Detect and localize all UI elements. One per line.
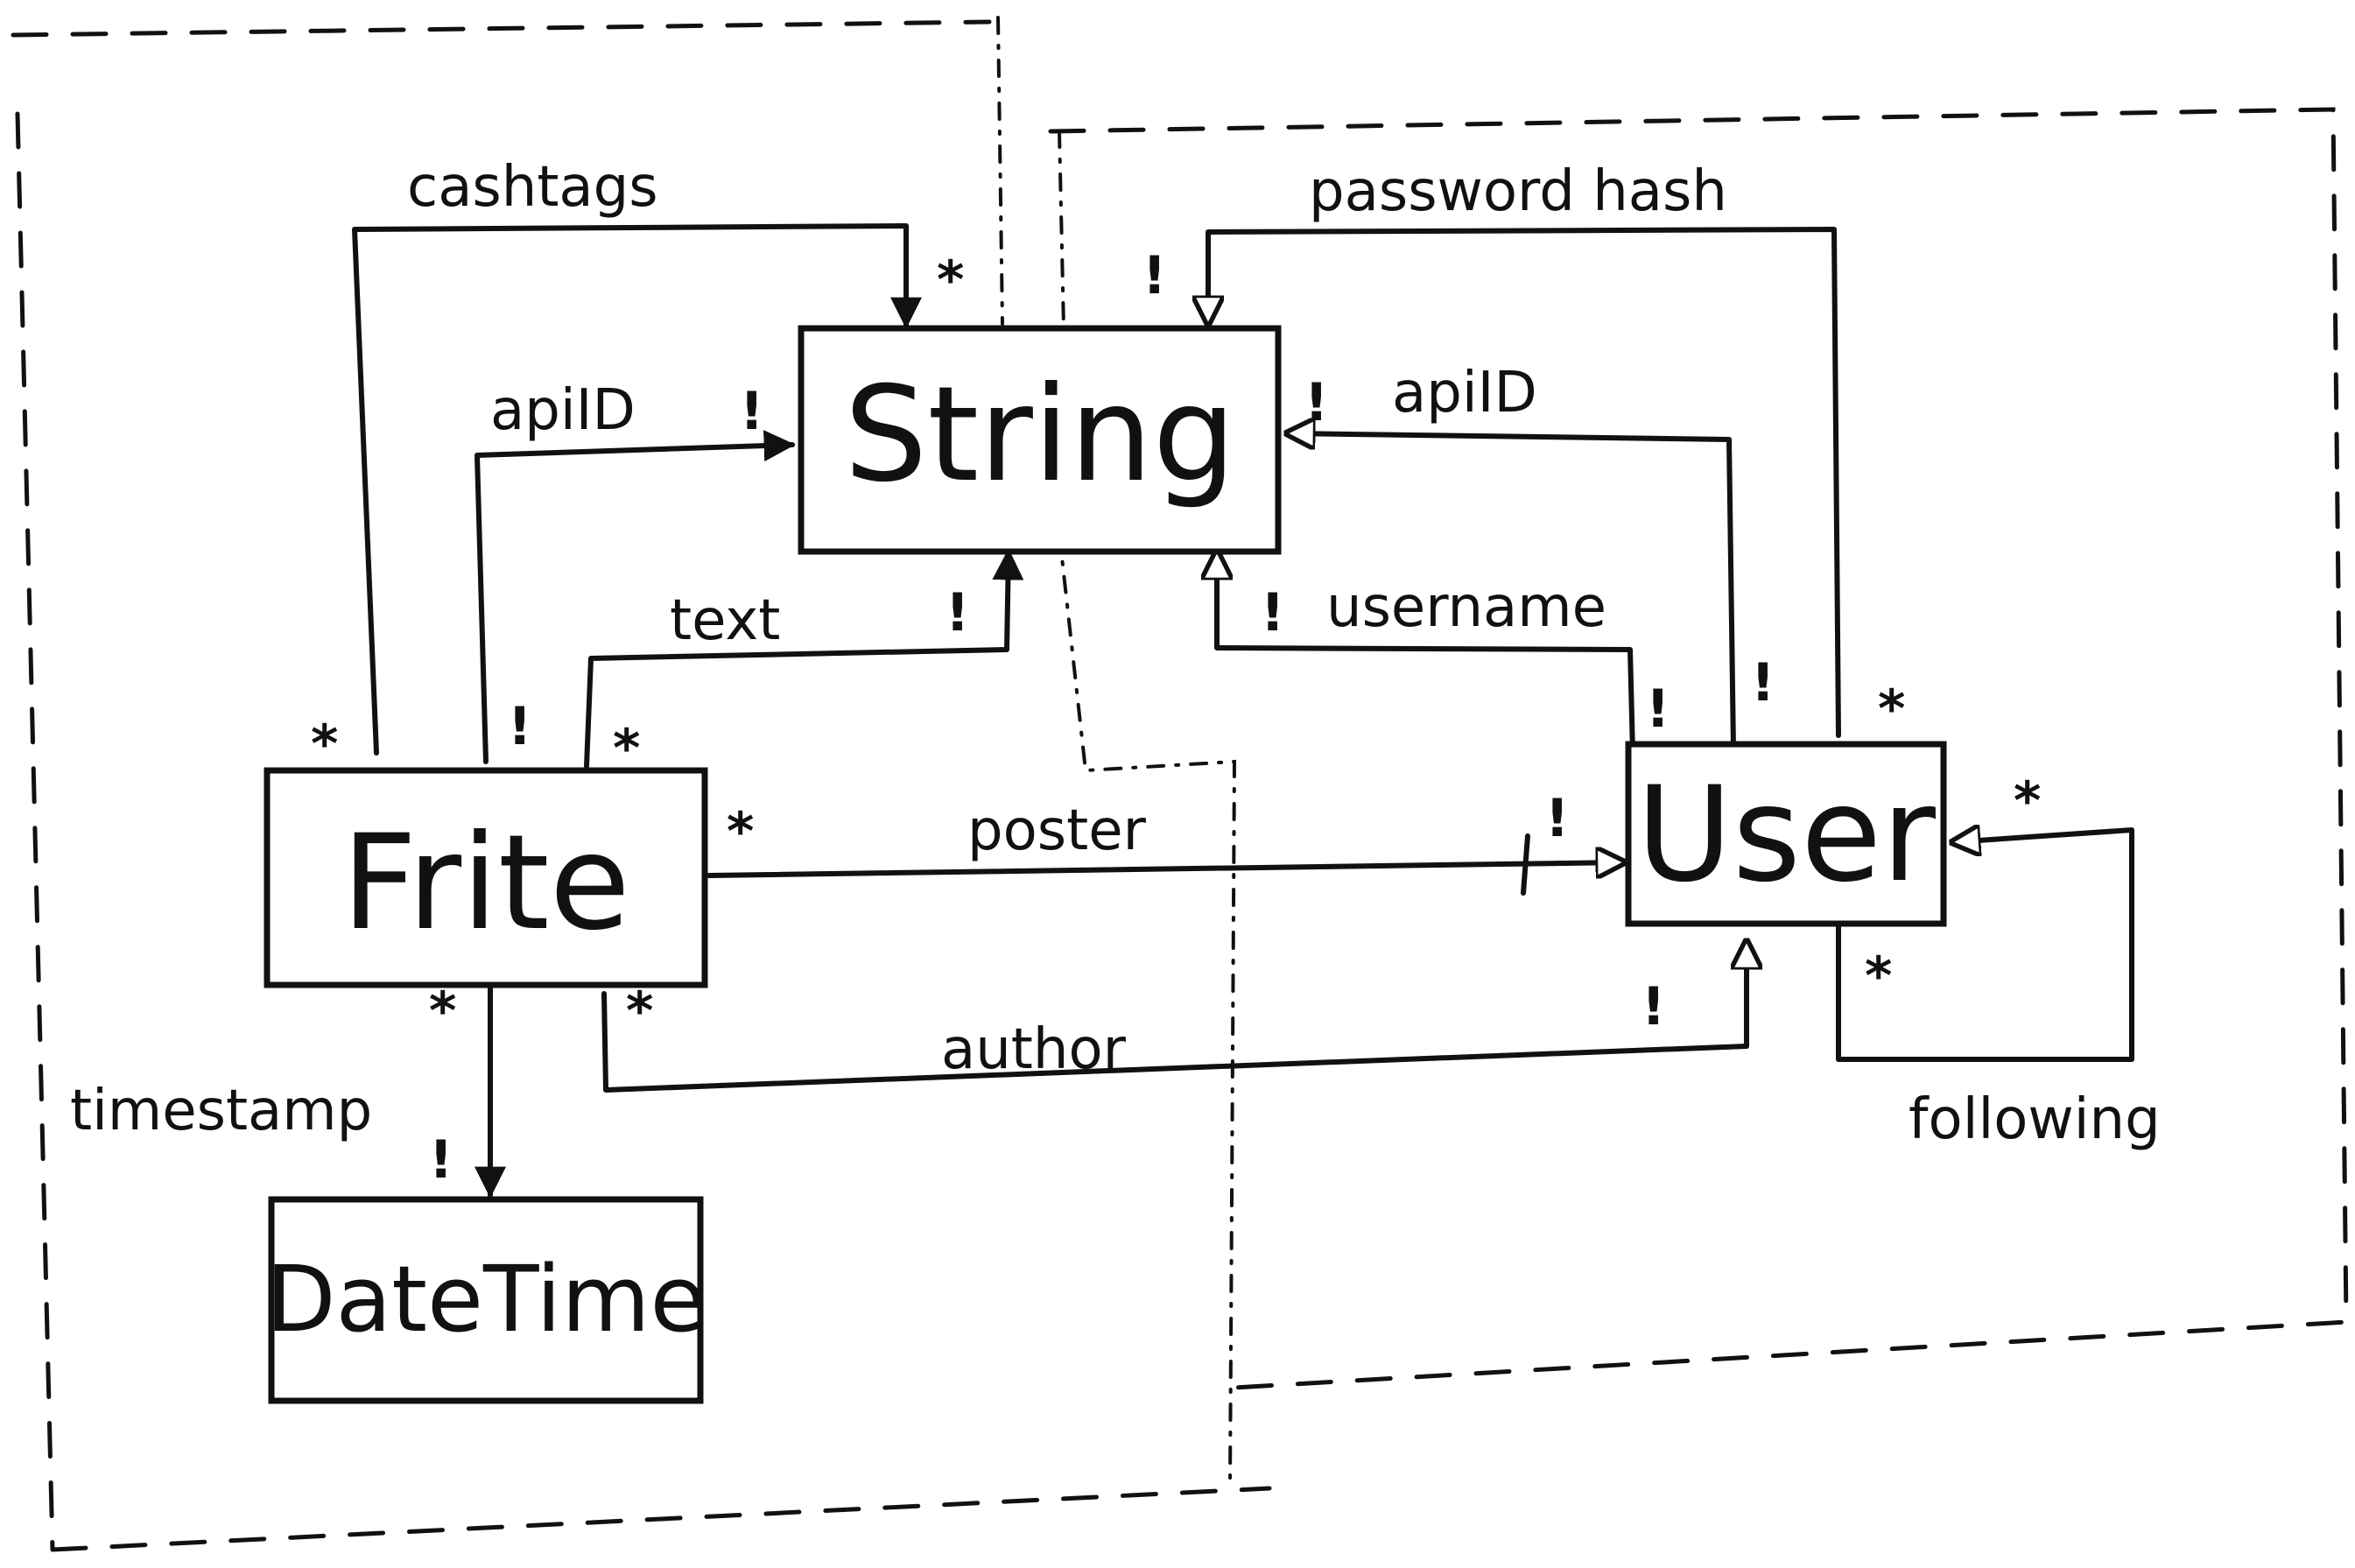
cashtags-edge <box>352 223 922 756</box>
datetime-box <box>268 1196 704 1404</box>
poster-edge <box>706 862 1624 875</box>
author-target-one: ! <box>1641 976 1665 1037</box>
node-string: String <box>798 325 1282 555</box>
timestamp-target-one: ! <box>429 1129 453 1191</box>
node-user: User <box>1625 741 1947 927</box>
frite-apiid-label: apiID <box>490 378 636 443</box>
following-target-many: * <box>2014 770 2041 832</box>
user-label: User <box>1636 759 1936 911</box>
password-hash-source-many: * <box>1878 679 1905 740</box>
password-hash-label: password hash <box>1309 159 1727 224</box>
text-label: text <box>670 588 780 653</box>
author-label: author <box>941 1017 1127 1082</box>
cashtags-label: cashtags <box>407 155 658 220</box>
frite-box <box>264 767 708 988</box>
string-label: String <box>844 359 1236 511</box>
following-edge <box>1836 830 2134 1062</box>
user-apiid-source-one: ! <box>1751 652 1775 714</box>
frite-apiid-one: ! <box>740 381 763 442</box>
frite-apiid-edge <box>475 430 796 764</box>
username-target-one: ! <box>1261 582 1284 643</box>
text-source-many: * <box>613 718 640 779</box>
poster-source-many: * <box>727 801 754 862</box>
cashtags-source-many: * <box>311 714 338 775</box>
cashtags-target-many: * <box>937 250 964 311</box>
center-divider <box>996 16 1237 1490</box>
user-box <box>1625 741 1947 927</box>
user-apiid-edge <box>1287 433 1736 751</box>
author-source-many: * <box>626 981 653 1042</box>
multiplicities: * * ! ! ! * * ! * ! * ! ! * ! ! ! ! * * <box>311 245 2041 1191</box>
username-source-one: ! <box>1646 679 1670 740</box>
node-datetime: DateTime <box>265 1196 706 1404</box>
user-apiid-target-one: ! <box>1304 372 1328 433</box>
user-apiid-label: apiID <box>1392 361 1537 425</box>
poster-target-one: ! <box>1545 788 1569 849</box>
frite-apiid-source-one: ! <box>508 696 531 757</box>
password-hash-edge <box>1208 227 1841 738</box>
password-hash-target-one: ! <box>1142 245 1166 306</box>
node-frite: Frite <box>264 767 708 988</box>
username-edge <box>1217 552 1635 756</box>
poster-bar <box>1521 833 1530 896</box>
edges <box>352 223 2134 1199</box>
username-label: username <box>1326 575 1606 640</box>
left-region-boundary <box>11 19 1272 1552</box>
timestamp-source-many: * <box>429 981 456 1042</box>
frite-label: Frite <box>341 807 630 960</box>
datetime-label: DateTime <box>265 1246 706 1353</box>
edge-labels: cashtags apiID text timestamp poster aut… <box>70 155 2161 1152</box>
string-box <box>798 325 1282 555</box>
following-source-many: * <box>1865 946 1892 1007</box>
poster-label: poster <box>967 798 1147 863</box>
author-edge <box>601 941 1747 1093</box>
following-label: following <box>1909 1087 2161 1152</box>
timestamp-label: timestamp <box>70 1079 372 1143</box>
right-region-boundary <box>1048 107 2349 1390</box>
text-one: ! <box>946 582 969 643</box>
text-edge <box>584 548 1024 769</box>
